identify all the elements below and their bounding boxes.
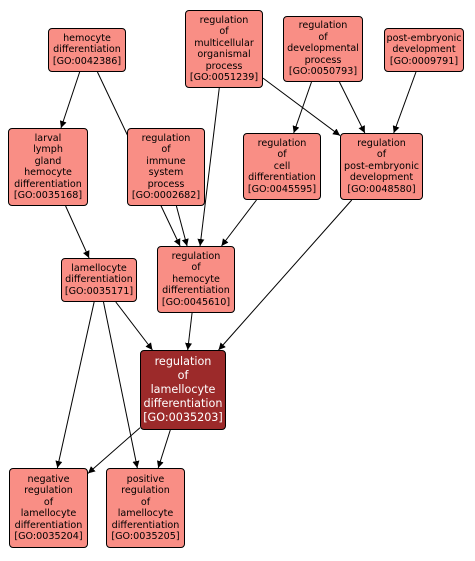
edge-reg_multicellular-to-reg_hemocyte_diff <box>197 87 220 247</box>
node-label-line: hemocyte <box>24 167 72 178</box>
edge-group <box>55 71 417 474</box>
node-label-line: post-embryonic <box>386 32 462 44</box>
node-label-line: [GO:0035203] <box>143 411 223 424</box>
node-label-line: post-embryonic <box>343 160 420 172</box>
node-label-line: developmental <box>287 43 359 55</box>
node-label-line: of <box>318 31 328 43</box>
node-label-line: lamellocyte <box>117 508 174 519</box>
node-label-line: of <box>219 26 229 37</box>
node-label-line: development <box>392 44 456 56</box>
edge-lamellocyte_diff-to-reg_lamellocyte_diff <box>115 301 153 351</box>
node-label-line: [GO:0042386] <box>52 55 122 67</box>
node-label-line: multicellular <box>194 37 254 49</box>
node-label-line: system <box>148 167 184 178</box>
node-label-line: of <box>140 496 151 508</box>
node-label-line: regulation <box>24 485 73 496</box>
node-label-line: regulation <box>257 137 307 149</box>
node-label-line: hemocyte <box>63 32 111 44</box>
node-label-line: regulation <box>357 137 406 149</box>
node-label-line: immune <box>146 155 186 167</box>
node-label-line: [GO:0051239] <box>189 72 259 83</box>
node-label-line: [GO:0045595] <box>247 183 317 195</box>
node-label-line: regulation <box>298 20 348 32</box>
node-label-line: hemocyte <box>172 273 220 285</box>
node-label-line: process <box>147 178 185 190</box>
node-label-line: negative <box>27 473 70 485</box>
node-label-line: differentiation <box>143 397 223 410</box>
node-label-line: lamellocyte <box>150 383 216 396</box>
edge-post_embryonic_development-to-reg_post_embryonic <box>392 71 417 134</box>
node-label-line: positive <box>126 473 165 485</box>
edge-reg_immune-to-reg_hemocyte_diff <box>175 205 189 247</box>
node-label-line: [GO:0002682] <box>131 190 201 201</box>
node-label-line: [GO:0050793] <box>288 66 358 78</box>
edge-lamellocyte_diff-to-pos_reg_lamellocyte <box>102 301 140 469</box>
node-label-line: cell <box>273 160 291 172</box>
edge-reg_multicellular-to-reg_post_embryonic <box>262 77 341 136</box>
node-label-line: [GO:0035205] <box>111 531 180 542</box>
node-label-line: process <box>304 54 342 66</box>
node-label-line: development <box>349 172 414 184</box>
node-label-line: [GO:0048580] <box>347 183 416 195</box>
node-label-line: organismal <box>197 49 251 60</box>
node-label-line: [GO:0009791] <box>389 55 459 67</box>
edge-reg_cell_diff-to-reg_hemocyte_diff <box>221 199 257 247</box>
node-label-line: regulation <box>121 485 170 496</box>
node-label-line: differentiation <box>162 285 230 297</box>
node-label-line: of <box>277 149 287 161</box>
node-label-line: differentiation <box>111 519 180 531</box>
node-label-line: lamellocyte <box>71 262 127 274</box>
node-label-line: lamellocyte <box>20 508 77 519</box>
node-label-line: [GO:0035168] <box>13 190 83 201</box>
node-label-line: of <box>43 496 54 508</box>
node-label-line: [GO:0035204] <box>14 531 83 542</box>
node-label-line: regulation <box>199 14 249 26</box>
node-label-line: of <box>161 144 171 155</box>
edge-reg_developmental-to-reg_cell_diff <box>292 81 312 134</box>
edge-hemocyte_differentiation-to-larval_lymph_gland <box>59 71 81 129</box>
edge-reg_developmental-to-reg_post_embryonic <box>338 81 366 134</box>
node-label-line: larval <box>34 132 62 144</box>
node-label-line: differentiation <box>14 519 83 531</box>
node-label-line: differentiation <box>53 44 121 56</box>
node-label-line: [GO:0045610] <box>161 296 231 308</box>
node-label-line: differentiation <box>14 178 82 190</box>
node-label-line: of <box>376 149 387 161</box>
edge-larval_lymph_gland-to-lamellocyte_diff <box>65 205 90 259</box>
edge-reg_lamellocyte_diff-to-pos_reg_lamellocyte <box>156 429 171 469</box>
node-label-line: lymph <box>33 144 63 155</box>
edge-reg_lamellocyte_diff-to-neg_reg_lamellocyte <box>87 427 141 474</box>
node-label-line: differentiation <box>65 274 133 286</box>
edge-reg_hemocyte_diff-to-reg_lamellocyte_diff <box>185 312 193 351</box>
node-label-line: of <box>191 262 201 274</box>
edge-reg_post_embryonic-to-reg_lamellocyte_diff <box>218 199 353 351</box>
node-label-line: [GO:0035171] <box>64 285 134 297</box>
node-label-line: differentiation <box>248 172 316 184</box>
node-label-line: regulation <box>154 355 212 368</box>
node-label-line: regulation <box>141 132 191 144</box>
node-label-line: of <box>177 369 189 382</box>
node-label-line: gland <box>34 155 62 167</box>
node-label-line: regulation <box>171 250 221 262</box>
edge-lamellocyte_diff-to-neg_reg_lamellocyte <box>55 301 95 469</box>
node-label-line: process <box>205 60 243 72</box>
